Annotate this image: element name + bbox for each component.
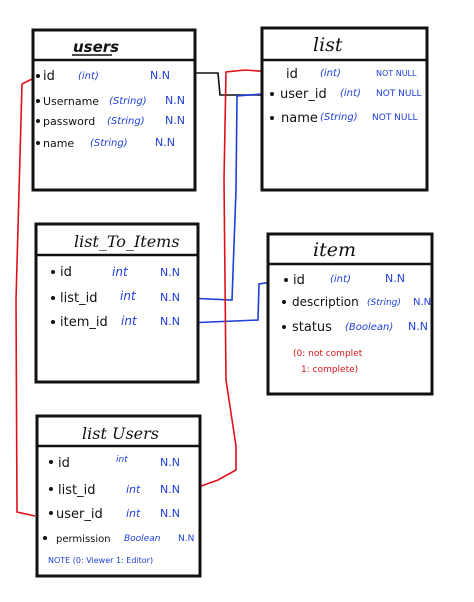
list-to-items-field-list-id-type: int: [120, 289, 137, 303]
item-field-id-type: (int): [330, 274, 351, 285]
list-table-border: [260, 26, 429, 192]
list-users-field-id-type: int: [116, 455, 128, 465]
users-field-id-type: (int): [78, 71, 99, 82]
field-bullet: [49, 487, 53, 491]
field-bullet: [49, 511, 53, 515]
field-bullet: [36, 74, 40, 78]
list-field-id-type: (int): [320, 68, 341, 79]
list-field-user-id-name: user_id: [280, 87, 327, 102]
item-table: item id (int) N.N description (String) N…: [266, 232, 434, 396]
users-field-username-type: (String): [109, 96, 147, 107]
item-field-status-name: status: [292, 320, 332, 335]
item-field-status-type: (Boolean): [345, 322, 393, 333]
list-field-id-name: id: [286, 67, 298, 82]
field-bullet: [49, 460, 53, 464]
users-table-title: users: [73, 38, 119, 56]
list-table-title: list: [313, 34, 343, 56]
list-users-field-user-id-constraint: N.N: [160, 507, 180, 520]
list-users-field-id-constraint: N.N: [160, 456, 180, 469]
relation-users-id-to-list-users-user-id: [15, 75, 39, 517]
list-users-table: list Users id int N.N list_id int N.N us…: [35, 414, 202, 578]
list-users-field-list-id-name: list_id: [58, 483, 95, 498]
users-table-border: [31, 28, 197, 192]
field-bullet: [270, 92, 274, 96]
users-field-name-name: name: [43, 137, 74, 150]
item-field-id-name: id: [293, 273, 305, 288]
list-users-field-id-name: id: [58, 456, 70, 471]
field-bullet: [282, 300, 286, 304]
users-field-username-name: Username: [43, 95, 99, 108]
item-field-description-name: description: [292, 295, 359, 309]
list-to-items-table-title: list_To_Items: [74, 232, 180, 251]
list-field-name-type: (String): [320, 112, 358, 123]
users-field-name-type: (String): [90, 138, 128, 149]
item-status-note-line1: (0: not complet: [293, 349, 363, 359]
users-table: users id (int) N.N Username (String) N.N…: [31, 28, 197, 192]
list-to-items-field-item-id-name: item_id: [60, 315, 108, 330]
list-field-name-name: name: [281, 111, 318, 126]
list-users-field-list-id-type: int: [126, 483, 141, 496]
relation-list-to-items-list-id-to-list-id: [186, 93, 263, 301]
users-field-id-name: id: [43, 69, 55, 84]
users-field-username-constraint: N.N: [165, 94, 185, 107]
list-users-field-permission-name: permission: [56, 534, 111, 545]
list-to-items-table-border: [34, 222, 200, 384]
list-table: list id (int) NOT NULL user_id (int) NOT…: [260, 26, 429, 192]
field-bullet: [36, 119, 40, 123]
list-to-items-field-id-type: int: [112, 265, 129, 279]
item-table-title: item: [313, 239, 356, 261]
list-users-table-border: [35, 414, 202, 578]
field-bullet: [284, 278, 288, 282]
users-field-password-type: (String): [107, 116, 145, 127]
users-field-id-constraint: N.N: [150, 69, 170, 82]
item-field-description-type: (String): [367, 298, 401, 308]
field-bullet: [36, 141, 40, 145]
list-users-permission-note: NOTE (0: Viewer 1: Editor): [48, 556, 153, 565]
list-to-items-table: list_To_Items id int N.N list_id int N.N…: [34, 222, 200, 384]
field-bullet: [43, 536, 47, 540]
field-bullet: [51, 320, 55, 324]
list-users-table-title: list Users: [82, 424, 159, 443]
list-to-items-field-item-id-type: int: [121, 314, 138, 328]
list-users-field-permission-type: Boolean: [124, 534, 161, 544]
list-to-items-field-id-constraint: N.N: [160, 266, 180, 279]
list-users-field-permission-constraint: N.N: [178, 534, 194, 544]
item-field-status-constraint: N.N: [408, 320, 428, 333]
item-table-border: [266, 232, 434, 396]
list-to-items-field-list-id-name: list_id: [60, 291, 97, 306]
list-users-field-list-id-constraint: N.N: [160, 483, 180, 496]
list-field-user-id-type: (int): [340, 88, 361, 99]
field-bullet: [282, 325, 286, 329]
list-users-field-user-id-name: user_id: [56, 507, 103, 522]
users-field-password-constraint: N.N: [165, 114, 185, 127]
list-to-items-field-id-name: id: [60, 265, 72, 280]
list-to-items-field-list-id-constraint: N.N: [160, 291, 180, 304]
list-field-name-constraint: NOT NULL: [372, 113, 418, 123]
list-to-items-field-item-id-constraint: N.N: [160, 315, 180, 328]
users-field-name-constraint: N.N: [155, 136, 175, 149]
item-field-description-constraint: N.N: [413, 297, 431, 308]
field-bullet: [36, 99, 40, 103]
relation-list-id-to-list-users-list-id: [189, 69, 273, 491]
field-bullet: [51, 270, 55, 274]
field-bullet: [270, 116, 274, 120]
item-status-note-line2: 1: complete): [301, 365, 358, 375]
field-bullet: [51, 296, 55, 300]
list-field-id-constraint: NOT NULL: [376, 69, 417, 78]
list-field-user-id-constraint: NOT NULL: [376, 89, 422, 99]
item-field-id-constraint: N.N: [385, 272, 405, 285]
list-users-field-user-id-type: int: [126, 507, 141, 520]
users-field-password-name: password: [43, 115, 95, 128]
